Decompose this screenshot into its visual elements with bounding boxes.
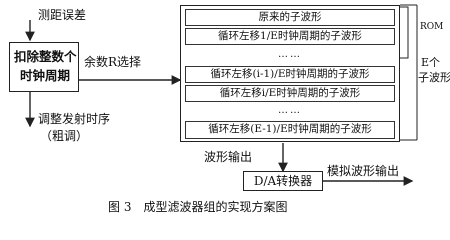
range-error-label: 测距误差: [38, 8, 87, 22]
deduct-box-line2: 时钟周期: [20, 68, 71, 83]
deduct-box-line1: 扣除整数个: [14, 49, 77, 64]
waveform-output-label: 波形输出: [204, 150, 253, 164]
waveform-row-original: 原来的子波形: [185, 9, 395, 26]
waveform-row-shift-i: 循环左移i/E时钟周期的子波形: [185, 85, 395, 102]
count-bracket: [400, 4, 418, 141]
rom-bracket: [400, 6, 409, 59]
count-label-line1: E个: [421, 56, 441, 69]
remainder-select-label: 余数R选择: [84, 55, 142, 69]
waveform-row-ellipsis-2: ……: [278, 105, 302, 116]
connector-lines: [25, 4, 418, 186]
figure-caption: 图 3 成型滤波器组的实现方案图: [108, 200, 288, 214]
deduct-clock-periods-box: 扣除整数个 时钟周期: [9, 42, 79, 92]
count-label-line2: 子波形: [418, 71, 450, 84]
rom-label: ROM: [420, 22, 444, 32]
adjust-timing-coarse-label: （粗调）: [40, 129, 89, 143]
waveform-row-shift-e-minus-1: 循环左移(E-1)/E时钟周期的子波形: [185, 121, 395, 139]
waveform-row-shift-1: 循环左移1/E时钟周期的子波形: [185, 28, 395, 45]
waveform-bank: [180, 5, 400, 142]
analog-output-label: 模拟波形输出: [327, 164, 400, 178]
dac-box: D/A转换器: [243, 171, 323, 191]
waveform-row-ellipsis-1: ……: [278, 49, 302, 60]
adjust-timing-label: 调整发射时序: [38, 112, 111, 126]
dac-label: D/A转换器: [253, 174, 313, 188]
waveform-row-shift-i-minus-1: 循环左移(i-1)/E时钟周期的子波形: [185, 66, 395, 83]
